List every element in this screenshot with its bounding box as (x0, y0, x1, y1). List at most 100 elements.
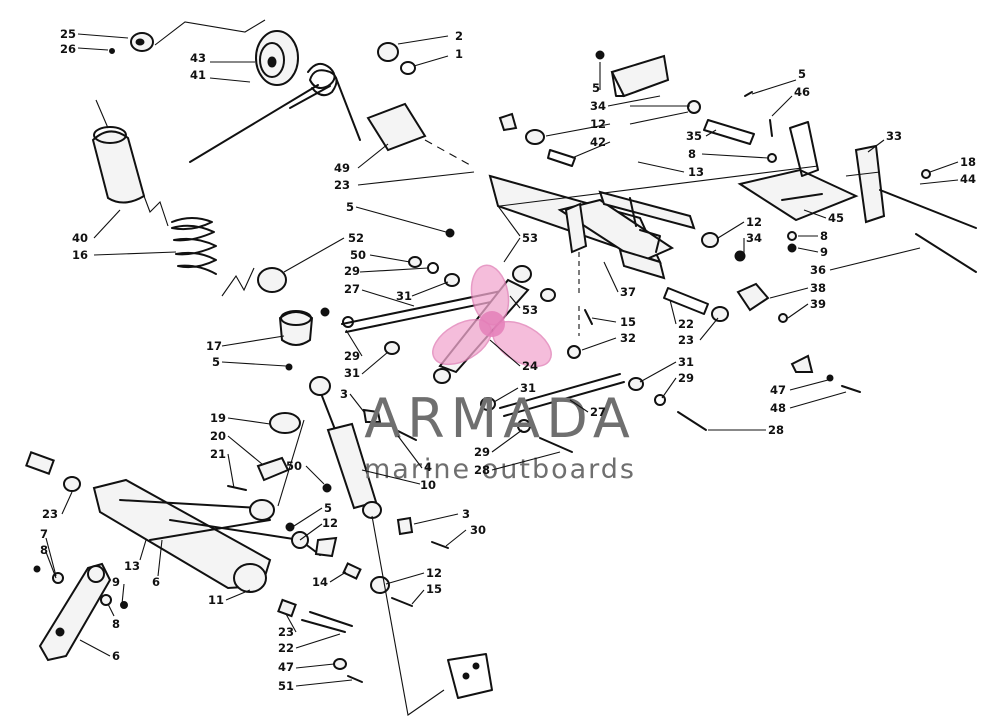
part-arm-6 (38, 562, 112, 662)
callout-31-low: 31 (520, 381, 536, 395)
callout-15-bottom: 15 (426, 582, 442, 596)
callout-53-low: 53 (522, 303, 538, 317)
callout-8-right: 8 (820, 229, 828, 243)
callout-29-right: 29 (678, 371, 694, 385)
part-clip-20 (256, 456, 290, 482)
part-bushing-49 (366, 102, 427, 152)
callout-11: 11 (208, 593, 224, 607)
callout-47-right: 47 (770, 383, 786, 397)
callout-16: 16 (72, 248, 88, 262)
callout-29-low: 29 (474, 445, 490, 459)
callout-20: 20 (210, 429, 226, 443)
part-cap-52 (257, 267, 287, 293)
callout-10: 10 (420, 478, 436, 492)
callout-22-right: 22 (678, 317, 694, 331)
callout-42: 42 (590, 135, 606, 149)
callout-38: 38 (810, 281, 826, 295)
part-bolt-44 (879, 189, 977, 229)
callout-31-top: 31 (396, 289, 412, 303)
callout-40: 40 (72, 231, 88, 245)
callout-1: 1 (455, 47, 463, 61)
callout-22-bottom: 22 (278, 641, 294, 655)
callout-8-left: 8 (40, 543, 48, 557)
callout-12-low: 12 (322, 516, 338, 530)
callout-29-mid: 29 (344, 349, 360, 363)
callout-5-top: 5 (592, 81, 600, 95)
callout-23: 23 (334, 178, 350, 192)
callout-23-right: 23 (678, 333, 694, 347)
callout-30: 30 (470, 523, 486, 537)
callout-4: 4 (424, 460, 432, 474)
part-shock-10 (309, 376, 382, 519)
part-coil-spring-16 (171, 217, 217, 275)
callout-12-top: 12 (590, 117, 606, 131)
callouts: 25 26 43 41 2 1 49 23 40 16 52 17 5 5 50… (40, 27, 976, 693)
callout-19: 19 (210, 411, 226, 425)
watermark-tagline: marine outboards (364, 454, 636, 485)
part-rod-27-lower (499, 373, 621, 409)
callout-37: 37 (620, 285, 636, 299)
callout-52: 52 (348, 231, 364, 245)
callout-5-right: 5 (798, 67, 806, 81)
callout-3-low: 3 (462, 507, 470, 521)
part-pin-21 (227, 485, 247, 491)
callout-27-top: 27 (344, 282, 360, 296)
callout-12-bottom: 12 (426, 566, 442, 580)
callout-44: 44 (960, 172, 976, 186)
callout-3-top: 3 (340, 387, 348, 401)
part-bump-stop-17 (278, 310, 314, 346)
callout-27-low: 27 (590, 405, 606, 419)
callout-43: 43 (190, 51, 206, 65)
part-rod-41 (189, 84, 319, 163)
callout-47-bottom: 47 (278, 660, 294, 674)
callout-25: 25 (60, 27, 76, 41)
callout-49: 49 (334, 161, 350, 175)
callout-8-low: 8 (112, 617, 120, 631)
callout-2: 2 (455, 29, 463, 43)
callout-50-top: 50 (350, 248, 366, 262)
part-bracket-45 (737, 121, 859, 222)
callout-13-left: 13 (124, 559, 140, 573)
callout-12-right: 12 (746, 215, 762, 229)
callout-13-top: 13 (688, 165, 704, 179)
callout-24: 24 (522, 359, 538, 373)
part-nut-25 (130, 32, 154, 52)
part-drawings (25, 19, 977, 716)
callout-31-mid: 31 (344, 366, 360, 380)
callout-41: 41 (190, 68, 206, 82)
callout-36: 36 (810, 263, 826, 277)
part-grommet-19 (269, 412, 301, 434)
callout-5-mid: 5 (346, 200, 354, 214)
callout-26: 26 (60, 42, 76, 56)
callout-33: 33 (886, 129, 902, 143)
part-washer-1 (400, 61, 416, 75)
part-torsion-spring (289, 62, 361, 141)
callout-5-low: 5 (324, 501, 332, 515)
callout-23-left: 23 (42, 507, 58, 521)
watermark-brand: ARMADA (364, 387, 636, 450)
callout-29-top: 29 (344, 264, 360, 278)
callout-34-top: 34 (590, 99, 606, 113)
part-front-arm-assembly (25, 451, 338, 593)
callout-48: 48 (770, 401, 786, 415)
callout-9-left: 9 (112, 575, 120, 589)
part-bracket-detail (447, 653, 493, 699)
callout-34-right: 34 (746, 231, 762, 245)
callout-35: 35 (686, 129, 702, 143)
callout-51: 51 (278, 679, 294, 693)
callout-23-bottom: 23 (278, 625, 294, 639)
callout-7: 7 (40, 527, 48, 541)
part-bracket-34 (595, 50, 670, 98)
part-bushing-2 (377, 42, 399, 62)
callout-18: 18 (960, 155, 976, 169)
callout-17: 17 (206, 339, 222, 353)
callout-28-right: 28 (768, 423, 784, 437)
callout-5-left: 5 (212, 355, 220, 369)
callout-32: 32 (620, 331, 636, 345)
callout-39: 39 (810, 297, 826, 311)
callout-6-mid: 6 (152, 575, 160, 589)
callout-50-low: 50 (286, 459, 302, 473)
callout-46: 46 (794, 85, 810, 99)
part-shock-boot-40 (91, 99, 146, 204)
